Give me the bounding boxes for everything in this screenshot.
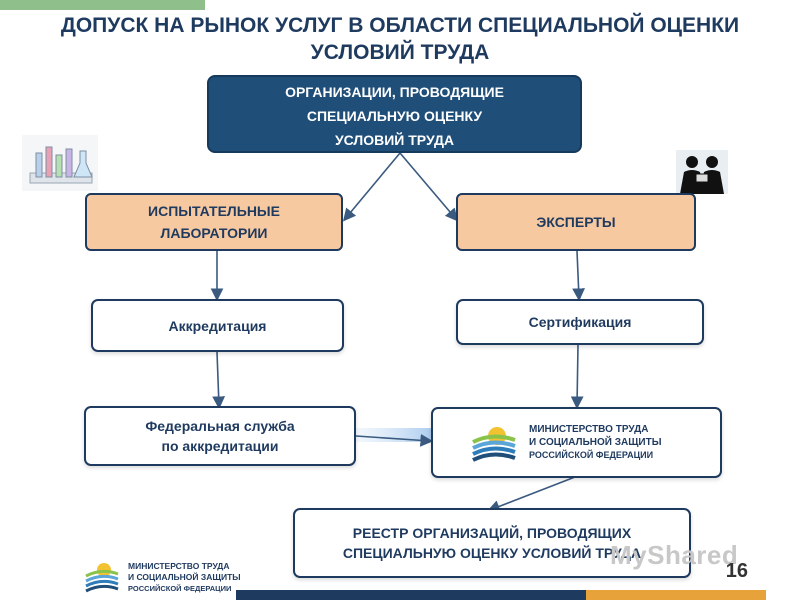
organizations-line2: СПЕЦИАЛЬНУЮ ОЦЕНКУ xyxy=(306,108,483,124)
registry-line2: СПЕЦИАЛЬНУЮ ОЦЕНКУ УСЛОВИЙ ТРУДА xyxy=(342,545,642,561)
certification-box: Сертификация xyxy=(456,299,704,345)
testing-labs-line2: ЛАБОРАТОРИИ xyxy=(160,225,268,241)
arrow-certification-to-ministry xyxy=(570,344,584,410)
arrow-accreditation-to-fsa xyxy=(212,351,226,410)
fsa-line1: Федеральная служба xyxy=(145,418,295,434)
fsa-line2: по аккредитации xyxy=(161,438,279,454)
footer-ministry-line1: МИНИСТЕРСТВО ТРУДА xyxy=(128,560,230,571)
arrow-ministry-to-registry xyxy=(487,476,576,513)
slide-title: ДОПУСК НА РЫНОК УСЛУГ В ОБЛАСТИ СПЕЦИАЛЬ… xyxy=(20,12,780,66)
testing-labs-line1: ИСПЫТАТЕЛЬНЫЕ xyxy=(148,203,280,219)
arrow-fsa-to-ministry xyxy=(355,433,434,447)
lab-glassware-icon xyxy=(22,135,98,191)
accreditation-label: Аккредитация xyxy=(168,317,267,334)
bottom-bar-navy xyxy=(236,590,586,600)
experts-label: ЭКСПЕРТЫ xyxy=(536,214,616,230)
ministry-box: МИНИСТЕРСТВО ТРУДА И СОЦИАЛЬНОЙ ЗАЩИТЫ Р… xyxy=(431,407,722,478)
arrow-top-to-labs xyxy=(342,152,401,222)
footer-ministry-line2: И СОЦИАЛЬНОЙ ЗАЩИТЫ xyxy=(128,571,241,582)
ministry-name: МИНИСТЕРСТВО ТРУДА И СОЦИАЛЬНОЙ ЗАЩИТЫ Р… xyxy=(529,423,662,462)
arrow-top-to-experts xyxy=(399,152,459,222)
watermark-logo: MyShared xyxy=(610,540,739,570)
arrow-experts-to-certification xyxy=(572,250,585,302)
ministry-emblem-icon xyxy=(472,426,516,462)
organizations-line3: УСЛОВИЙ ТРУДА xyxy=(334,132,455,148)
organizations-line1: ОРГАНИЗАЦИИ, ПРОВОДЯЩИЕ xyxy=(285,84,504,100)
ministry-line3: РОССИЙСКОЙ ФЕДЕРАЦИИ xyxy=(529,450,654,460)
slide-title-line2: УСЛОВИЙ ТРУДА xyxy=(310,41,490,64)
footer-ministry-line3: РОССИЙСКОЙ ФЕДЕРАЦИИ xyxy=(128,583,232,593)
certification-label: Сертификация xyxy=(528,314,632,330)
bottom-bar-orange xyxy=(586,590,766,600)
footer-ministry-emblem-icon xyxy=(85,563,119,593)
testing-labs-box: ИСПЫТАТЕЛЬНЫЕ ЛАБОРАТОРИИ xyxy=(85,193,343,251)
top-accent-bar xyxy=(0,0,205,10)
organizations-box: ОРГАНИЗАЦИИ, ПРОВОДЯЩИЕ СПЕЦИАЛЬНУЮ ОЦЕН… xyxy=(207,75,582,153)
accreditation-box: Аккредитация xyxy=(91,299,344,352)
experts-box: ЭКСПЕРТЫ xyxy=(456,193,696,251)
registry-box: РЕЕСТР ОРГАНИЗАЦИЙ, ПРОВОДЯЩИХ СПЕЦИАЛЬН… xyxy=(293,508,691,578)
slide-number: 16 xyxy=(725,560,748,582)
footer-ministry-logo: МИНИСТЕРСТВО ТРУДА И СОЦИАЛЬНОЙ ЗАЩИТЫ Р… xyxy=(82,556,252,598)
experts-silhouette-icon xyxy=(676,150,728,194)
registry-line1: РЕЕСТР ОРГАНИЗАЦИЙ, ПРОВОДЯЩИХ xyxy=(352,525,632,541)
footer-ministry-name: МИНИСТЕРСТВО ТРУДА И СОЦИАЛЬНОЙ ЗАЩИТЫ Р… xyxy=(128,561,241,594)
federal-accreditation-service-box: Федеральная служба по аккредитации xyxy=(84,406,356,466)
slide-title-line1: ДОПУСК НА РЫНОК УСЛУГ В ОБЛАСТИ СПЕЦИАЛЬ… xyxy=(60,14,740,37)
ministry-line2: И СОЦИАЛЬНОЙ ЗАЩИТЫ xyxy=(529,437,662,448)
ministry-line1: МИНИСТЕРСТВО ТРУДА xyxy=(529,424,649,435)
